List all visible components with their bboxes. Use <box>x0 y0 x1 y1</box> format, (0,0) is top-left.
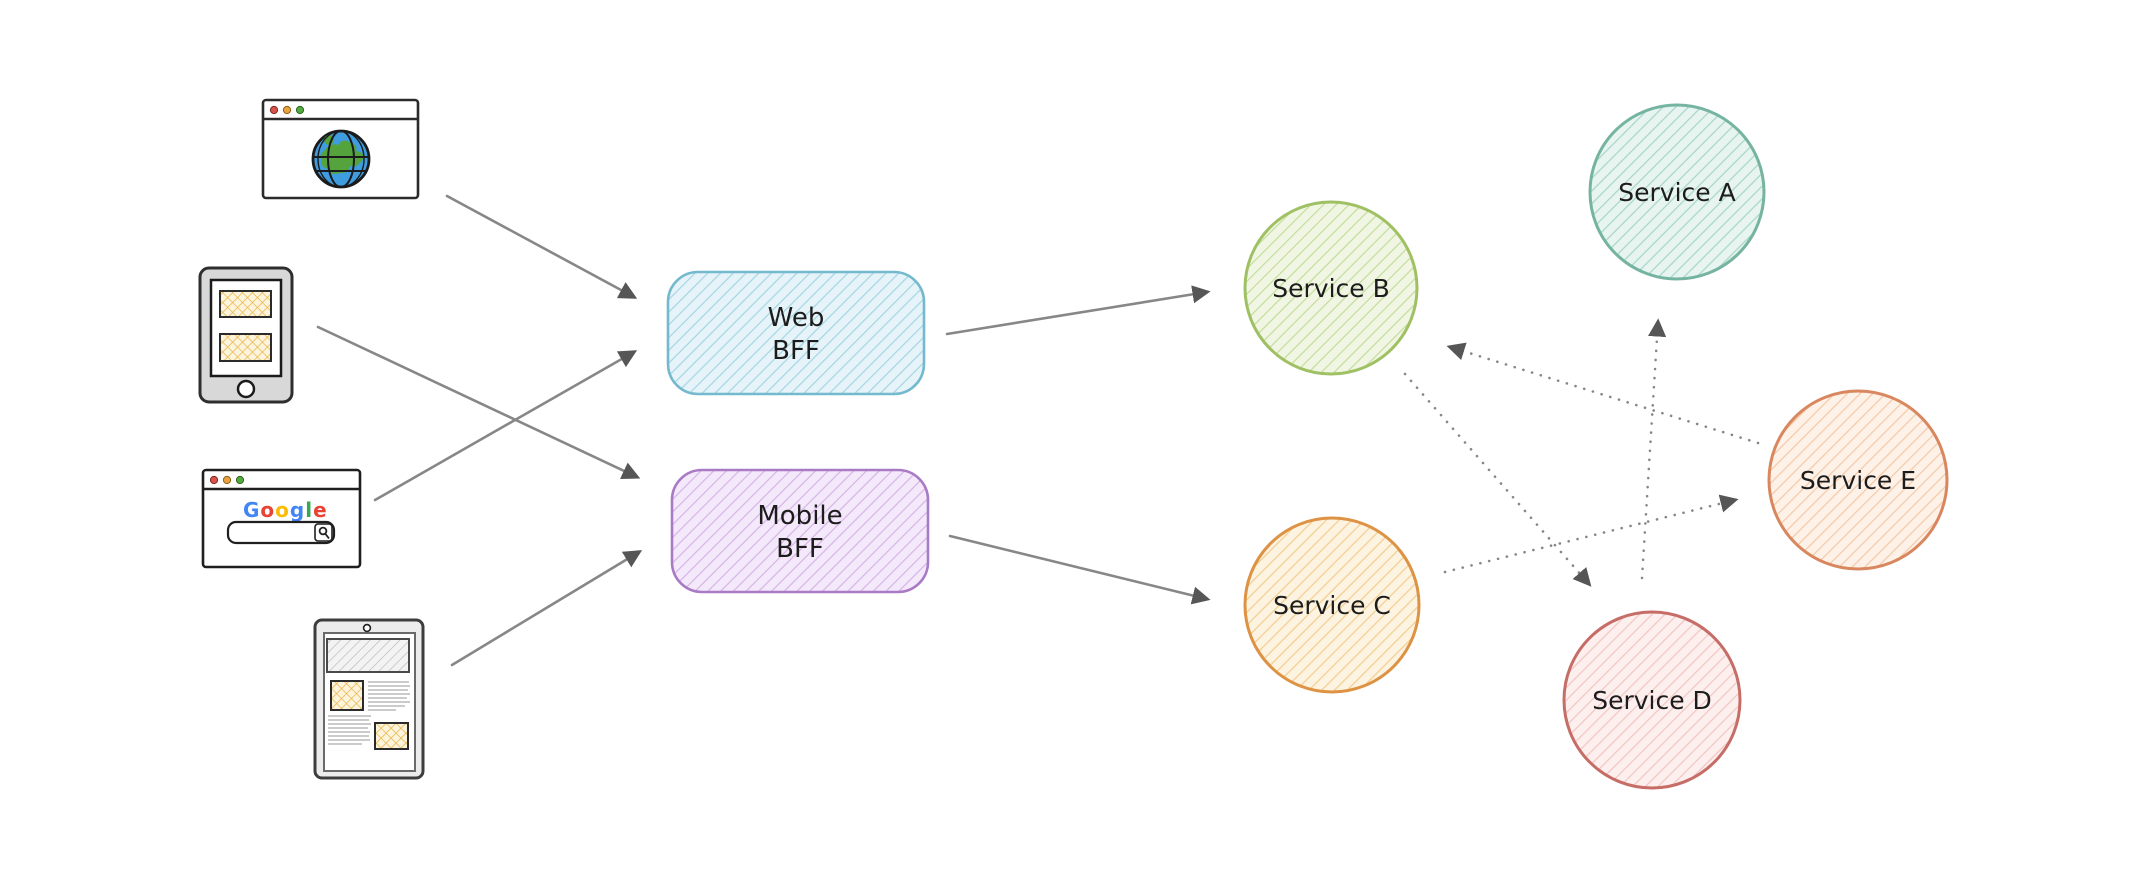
greeked-text <box>368 681 410 711</box>
node-service-a: Service A <box>1588 103 1766 281</box>
node-service-c: Service C <box>1243 516 1421 694</box>
arrow-tablet-to-mobile-bff <box>450 550 643 667</box>
client-desktop-browser <box>261 98 420 200</box>
globe-icon <box>311 129 371 189</box>
node-service-e: Service E <box>1767 389 1949 571</box>
traffic-light-green-icon <box>295 105 305 115</box>
tablet-camera-icon <box>362 623 372 633</box>
dotted-arrows <box>1403 318 1760 587</box>
search-input <box>226 520 336 545</box>
google-letter: o <box>275 498 290 522</box>
phone-content-block <box>219 333 272 362</box>
arrow-desktop-browser-to-web-bff <box>445 194 638 299</box>
service-c-circle <box>1243 516 1421 694</box>
mobile-bff-box <box>670 468 930 594</box>
arrow-service-e-to-service-b <box>1446 342 1760 445</box>
tablet-image-block <box>330 680 364 711</box>
service-b-circle <box>1243 200 1419 376</box>
web-bff-box <box>666 270 926 396</box>
service-d-label: Service D <box>1592 686 1712 715</box>
phone-content-block <box>219 290 272 318</box>
google-letter: G <box>243 498 260 522</box>
google-letter: o <box>260 498 275 522</box>
google-letter: g <box>290 498 305 522</box>
node-service-d: Service D <box>1562 610 1742 790</box>
service-e-circle <box>1767 389 1949 571</box>
arrow-phone-to-mobile-bff <box>316 325 641 480</box>
client-search-browser: Google <box>201 468 362 569</box>
google-letter: l <box>305 498 313 522</box>
greeked-text <box>328 715 371 745</box>
traffic-light-red-icon <box>209 475 219 485</box>
traffic-light-red-icon <box>269 105 279 115</box>
service-d-circle <box>1562 610 1742 790</box>
magnifier-icon <box>314 523 333 542</box>
traffic-light-yellow-icon <box>282 105 292 115</box>
tablet-image-block <box>374 722 409 750</box>
tablet-banner-block <box>326 638 410 673</box>
arrow-mobile-bff-to-service-c <box>948 534 1211 605</box>
service-c-label: Service C <box>1273 591 1391 620</box>
client-tablet <box>313 618 425 780</box>
service-a-circle <box>1588 103 1766 281</box>
arrow-service-d-to-service-a <box>1640 318 1667 580</box>
google-letter: e <box>313 498 328 522</box>
traffic-light-green-icon <box>235 475 245 485</box>
phone-home-button-icon <box>236 379 256 399</box>
service-b-label: Service B <box>1272 274 1390 303</box>
solid-arrows <box>316 194 1211 667</box>
arrow-search-browser-to-web-bff <box>373 350 638 502</box>
arrow-service-b-to-service-d <box>1403 372 1592 587</box>
google-logo: Google <box>243 498 328 522</box>
client-phone <box>198 266 294 404</box>
service-e-label: Service E <box>1800 466 1916 495</box>
traffic-light-yellow-icon <box>222 475 232 485</box>
arrow-web-bff-to-service-b <box>945 285 1211 336</box>
node-service-b: Service B <box>1243 200 1419 376</box>
service-a-label: Service A <box>1618 178 1735 207</box>
